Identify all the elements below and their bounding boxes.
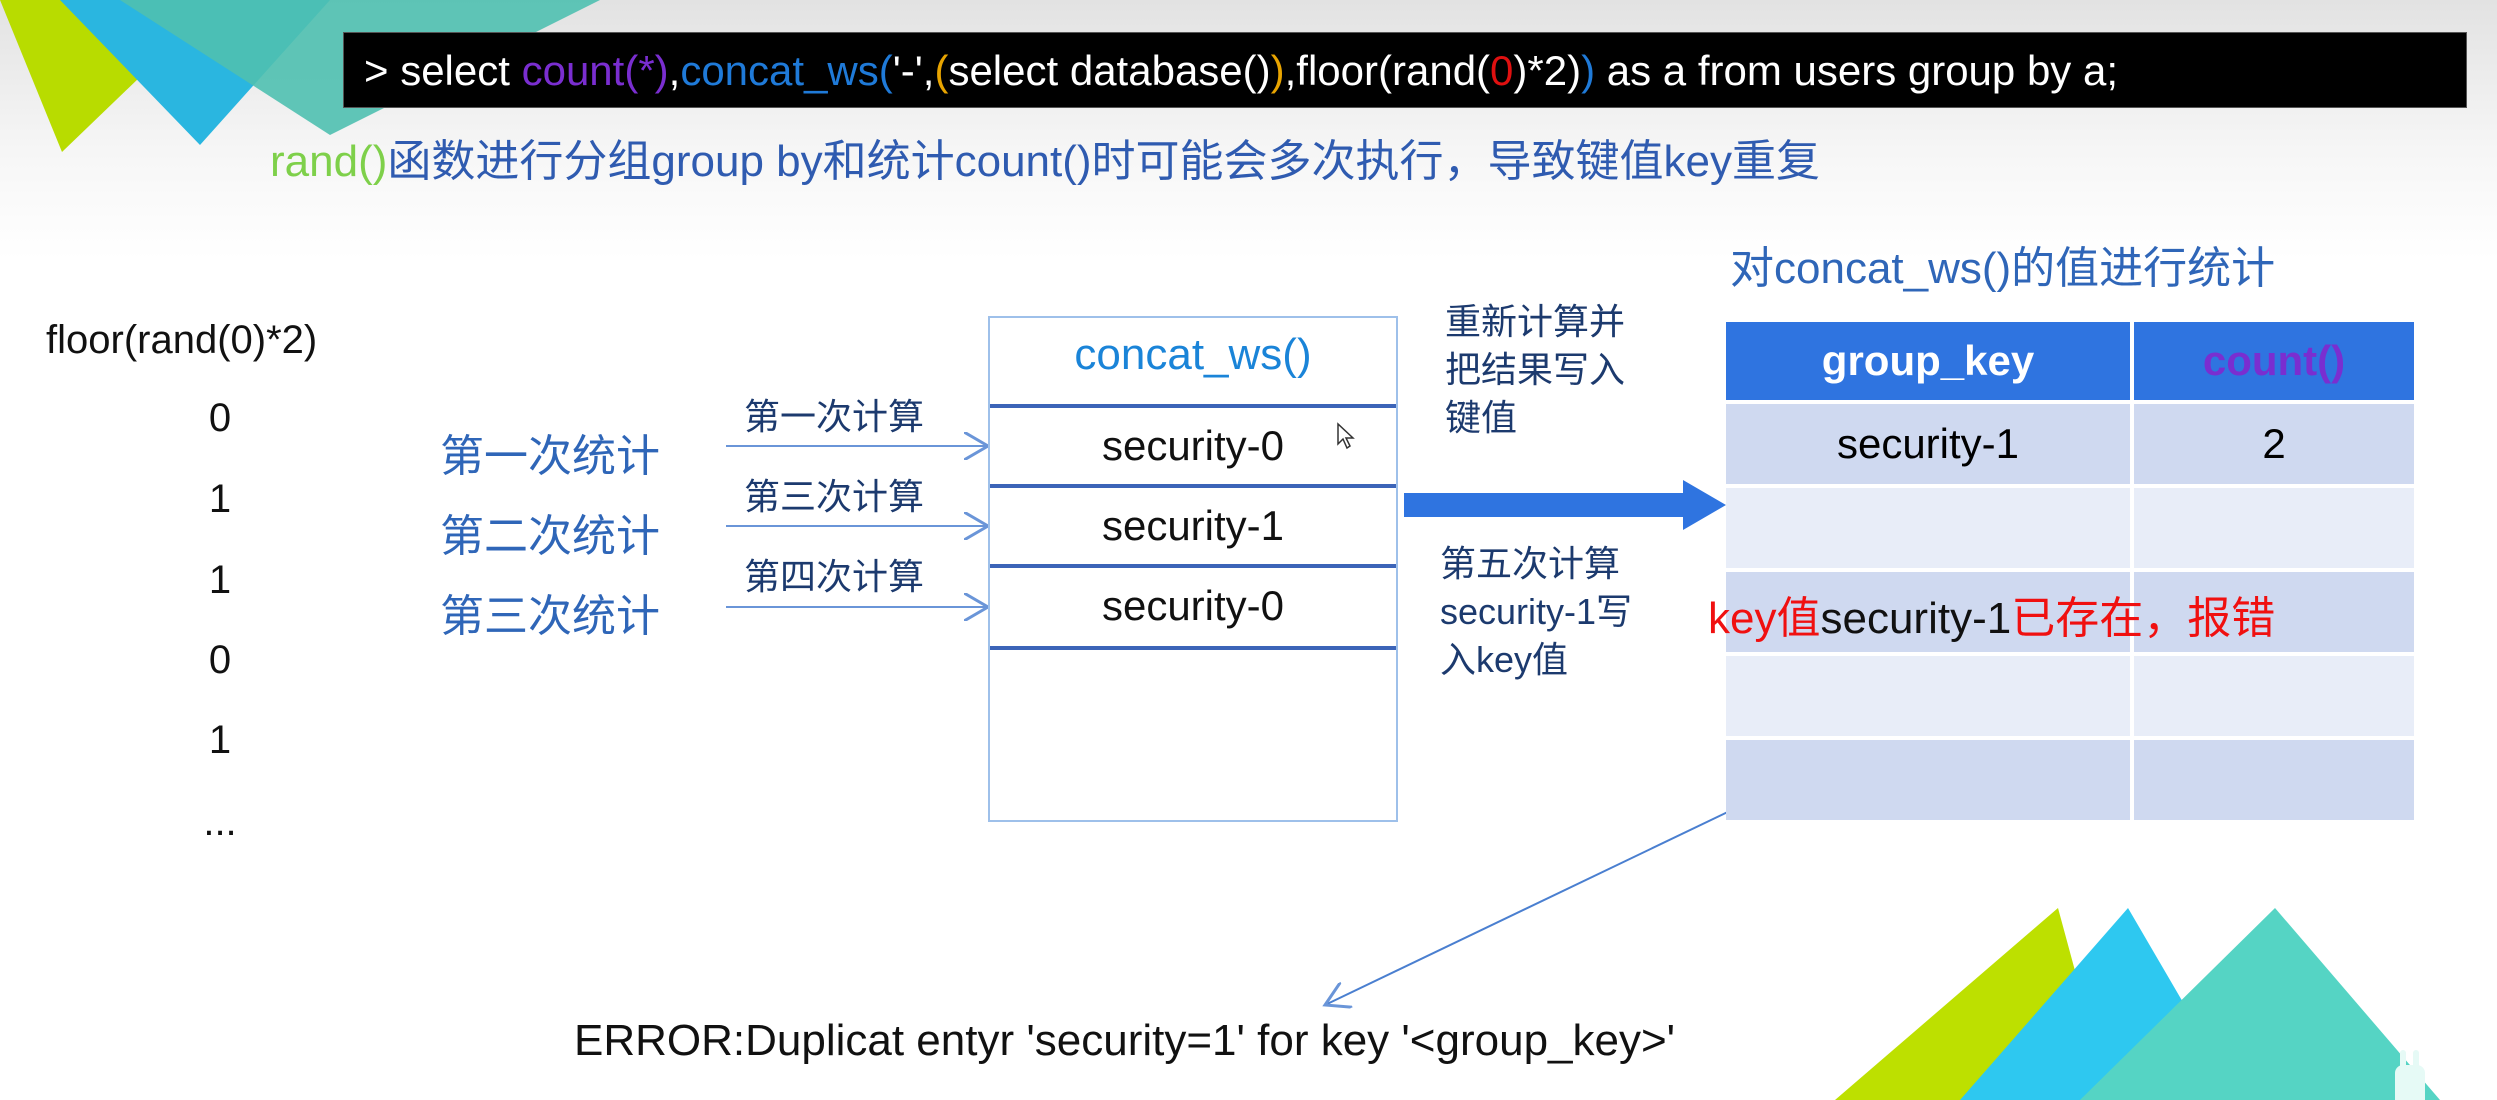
stat-label: 第三次统计: [440, 592, 660, 641]
table-row: [1726, 572, 2418, 656]
concat-row: security-0: [990, 564, 1396, 644]
cell-group-key: [1726, 488, 2134, 572]
sql-command-bar: > select count(*),concat_ws('-',(select …: [343, 32, 2467, 108]
note-recompute: 重新计算并 把结果写入 键值: [1445, 298, 1625, 442]
sql-separator: '-',: [892, 47, 935, 94]
concat-row-divider: [990, 646, 1396, 650]
sql-concat-fn: concat_ws(: [680, 47, 893, 94]
sql-floor-rand: ,floor(rand(: [1284, 47, 1491, 94]
duplicate-key-warning: key值security-1已存在，报错: [1708, 582, 2275, 646]
sql-subselect: select database(): [948, 47, 1271, 94]
teal-triangle: [2080, 908, 2440, 1100]
note-line: 键值: [1445, 397, 1518, 438]
stat-label: 第二次统计: [440, 512, 660, 561]
table-row: [1726, 740, 2418, 824]
sql-paren: ): [1270, 47, 1285, 94]
note-line: 第五次计算: [1440, 543, 1621, 584]
warning-key-label: key值: [1708, 594, 1821, 643]
cell-count: [2134, 572, 2418, 656]
sql-text: ,: [668, 47, 681, 94]
sql-text: )*2): [1513, 47, 1582, 94]
sql-prompt: > select: [364, 47, 522, 94]
cell-count: 2: [2134, 404, 2418, 488]
note-line: 入key值: [1440, 639, 1569, 680]
header-count: count(): [2134, 322, 2418, 404]
sql-seed-zero: 0: [1490, 47, 1514, 94]
table-title: 对concat_ws()的值进行统计: [1730, 244, 2276, 293]
error-message: ERROR:Duplicat entyr 'security=1' for ke…: [574, 1016, 1676, 1065]
subtitle-text: 函数进行分组group by和统计count()时可能会多次执行，导致键值key…: [387, 137, 1821, 186]
sql-count-fn: count(*): [521, 47, 669, 94]
lime-triangle: [1835, 908, 2110, 1100]
table-header-row: group_key count(): [1726, 322, 2418, 404]
table-row: [1726, 656, 2418, 740]
cell-count: [2134, 740, 2418, 824]
floor-value: 1: [208, 718, 232, 762]
cell-group-key: [1726, 572, 2134, 656]
subtitle-rand: rand(): [270, 137, 388, 186]
stat-label: 第一次统计: [440, 432, 660, 481]
concat-row: security-1: [990, 484, 1396, 564]
mouse-cursor-icon: [1337, 422, 1355, 450]
note-fifth-calc: 第五次计算 security-1写 入key值: [1440, 540, 1632, 684]
floor-value: ...: [203, 800, 237, 844]
calc-label: 第一次计算: [744, 396, 925, 437]
floor-value: 0: [208, 638, 232, 682]
warning-exists-text: 已存在，报错: [2011, 594, 2276, 643]
floor-value: 0: [208, 396, 232, 440]
calc-label: 第四次计算: [744, 556, 925, 597]
subtitle: rand()函数进行分组group by和统计count()时可能会多次执行，导…: [270, 125, 1820, 189]
floor-value: 1: [208, 477, 232, 521]
group-key-table: group_key count() security-1 2: [1726, 322, 2418, 824]
note-line: 把结果写入: [1445, 349, 1626, 390]
calc-label: 第三次计算: [744, 476, 925, 517]
concat-row: security-0: [990, 404, 1396, 484]
cell-group-key: [1726, 740, 2134, 824]
sky-triangle: [1960, 908, 2240, 1100]
floor-value: 1: [208, 558, 232, 602]
cell-count: [2134, 656, 2418, 740]
table-row: security-1 2: [1726, 404, 2418, 488]
sql-paren: (: [934, 47, 949, 94]
cell-group-key: [1726, 656, 2134, 740]
sql-tail: as a from users group by a;: [1595, 47, 2119, 94]
table-row: [1726, 488, 2418, 572]
concat-box: [988, 316, 1398, 822]
concat-title: concat_ws(): [1074, 330, 1312, 379]
bilibili-mascot-icon: [2395, 1050, 2425, 1100]
note-line: security-1写: [1440, 591, 1633, 632]
sql-paren: ): [1581, 47, 1596, 94]
cell-count: [2134, 488, 2418, 572]
floor-label: floor(rand(0)*2): [46, 318, 318, 362]
big-right-arrow-icon: [1404, 480, 1726, 530]
cell-group-key: security-1: [1726, 404, 2134, 488]
header-group-key: group_key: [1726, 322, 2134, 404]
warning-key-value: security-1: [1820, 594, 2012, 643]
note-line: 重新计算并: [1445, 301, 1626, 342]
